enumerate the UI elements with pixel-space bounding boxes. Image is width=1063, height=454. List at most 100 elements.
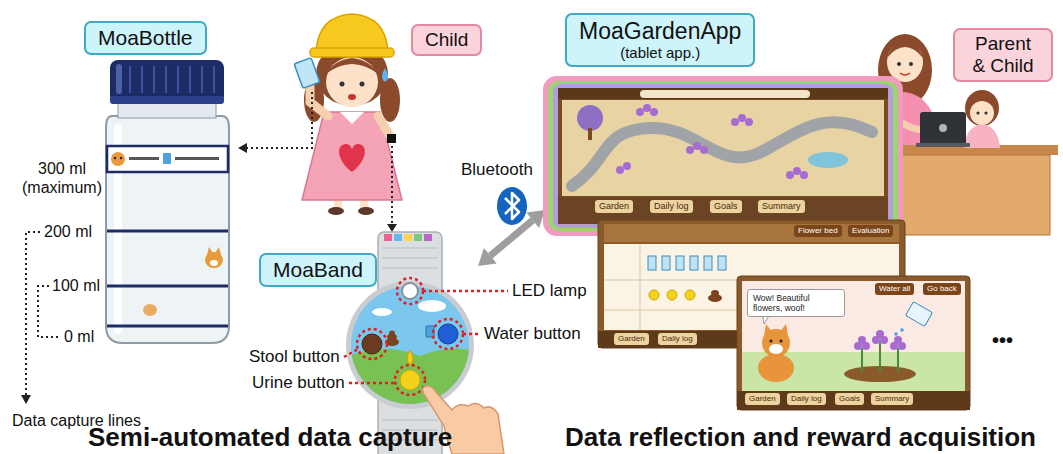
data-capture-bracket [26,232,40,395]
parent-child-figure [887,40,923,58]
measure-label: 300 ml (maximum) [19,159,105,197]
bluetooth-icon [505,193,519,219]
node-title: MoaBottle [98,26,193,50]
reward-screen [737,276,970,410]
water-bottle [153,66,155,93]
water-bottle [165,66,167,93]
water-bottle [107,230,228,233]
tablet-device [572,122,872,186]
data-capture-bracket [26,232,60,395]
parent-child-figure [920,112,966,145]
parent-child-figure [916,143,970,147]
water-bottle [107,146,228,172]
child-figure [302,112,402,200]
water-bottle [120,157,122,159]
water-bottle [114,157,116,159]
screen-text: Summary [758,200,805,213]
screen-text: Evaluation [848,225,893,237]
parent-child-figure [897,62,901,66]
reward-screen [737,391,970,410]
leader-line [344,291,508,383]
tablet-device [731,118,739,126]
node-title: MoaBand [273,258,363,282]
parent-child-figure [965,90,999,126]
water-bottle [207,247,213,255]
child-figure [326,57,378,107]
parent-child-figure [890,155,1050,235]
water-bottle [175,157,219,160]
bluetooth-link [478,210,545,266]
tablet-device [800,171,808,179]
water-bottle [106,60,229,343]
ellipsis-mark: ••• [992,328,1013,352]
moaband-device [424,234,432,241]
tablet-device [793,167,801,175]
moaband-device [382,419,438,421]
reward-screen [758,354,794,382]
screen-text: Wow! Beautiful flowers, woof! [747,289,845,317]
dotted-arrow [391,146,393,224]
measure-label: 100 ml [52,276,100,295]
moaband-device [340,349,480,410]
screen-text: Daily log [658,333,697,345]
reward-screen [779,339,782,342]
callout-label: Water button [484,324,581,344]
moaband-device [404,234,412,241]
name-tag: MoaBand [259,253,377,287]
tablet-device [745,118,753,126]
moaband-device [382,257,438,259]
tablet-device [562,100,884,196]
daily-log-screen [640,244,641,330]
bluetooth-link [526,210,545,228]
child-figure [294,14,402,215]
tablet-device [558,88,888,99]
callout-circle [397,278,423,304]
reward-screen [742,281,965,391]
daily-log-screen [604,224,899,242]
arrow-head [238,143,247,153]
tablet-device [543,76,903,236]
water-bottle [107,285,228,288]
callout-label: Stool button [249,347,340,367]
screen-text: Daily log [787,393,826,405]
reward-screen [769,344,783,354]
screen-text: Garden [595,200,633,213]
node-title: Child [425,29,468,51]
link-label: Bluetooth [461,160,533,180]
water-bottle [107,325,228,328]
reward-screen [861,348,863,372]
water-bottle [213,66,215,93]
daily-log-screen [711,290,719,296]
moaband-device [382,247,438,249]
reward-screen [900,328,904,332]
node-title: MoaGardenApp [579,18,741,44]
dotted-arrow [246,92,312,148]
reward-screen [879,342,881,372]
daily-log-screen [685,290,695,300]
leader-line [423,290,508,293]
tablet-device [738,114,746,122]
reward-screen [862,342,898,372]
daily-log-screen [718,256,726,270]
callout-circle [357,329,387,359]
leader-line [349,382,395,385]
tablet-device [616,104,808,179]
water-bottle [163,153,171,164]
section-caption: Data reflection and reward acquisition [565,422,1036,453]
callout-label: Urine button [252,373,345,393]
screen-text: Daily log [650,200,693,213]
child-figure [294,58,320,89]
child-figure [316,14,388,52]
moaband-device [418,300,446,312]
daily-log-screen [662,256,670,270]
reward-screen [780,324,788,336]
bluetooth-icon [497,187,527,225]
reward-screen [897,348,899,372]
daily-log-screen [648,256,726,270]
moaband-device [382,267,438,269]
tablet-device [636,108,644,116]
tablet-device [808,152,848,168]
tablet-device [616,166,624,174]
tablet-device [686,146,694,154]
child-figure [360,82,365,87]
